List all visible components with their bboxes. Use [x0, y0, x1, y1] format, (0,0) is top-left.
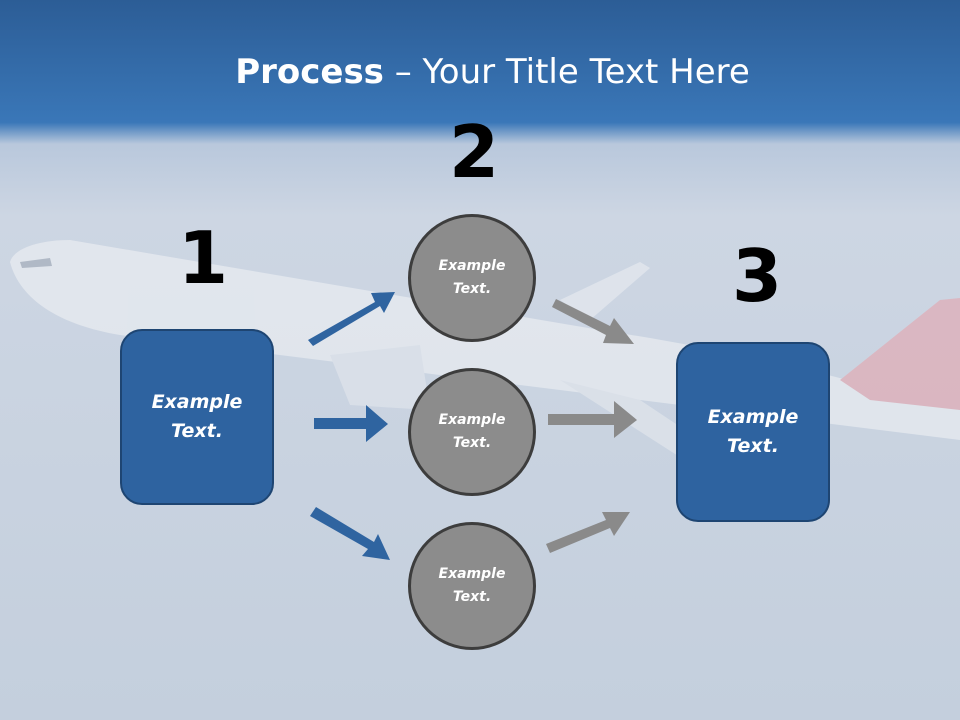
- end-box: Example Text.: [676, 342, 830, 522]
- title-bold: Process: [235, 52, 384, 92]
- title-rest: – Your Title Text Here: [383, 52, 750, 92]
- slide-title: Process – Your Title Text Here: [0, 52, 960, 92]
- start-box: Example Text.: [120, 329, 274, 505]
- process-circle-middle: Example Text.: [408, 368, 536, 496]
- step-number-3: 3: [732, 234, 783, 318]
- step-number-2: 2: [449, 110, 500, 194]
- process-circle-top: Example Text.: [408, 214, 536, 342]
- step-number-1: 1: [178, 216, 229, 300]
- process-circle-bottom: Example Text.: [408, 522, 536, 650]
